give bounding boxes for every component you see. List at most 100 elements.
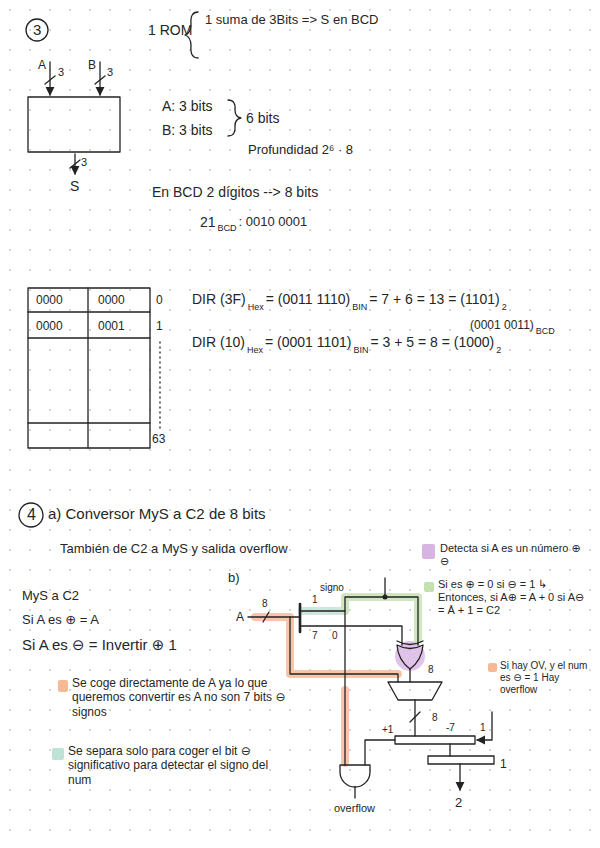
handwritten-note: BCD	[218, 223, 237, 234]
handwritten-note: 63	[152, 432, 165, 446]
wire	[365, 740, 395, 765]
purple-highlight	[395, 641, 425, 671]
handwritten-note: A	[236, 610, 244, 624]
table-grid	[28, 288, 150, 448]
handwritten-note: 21	[200, 214, 216, 231]
handwritten-note: 2	[455, 795, 462, 811]
wire	[300, 597, 418, 645]
and-gate	[340, 765, 370, 787]
output-arrow	[459, 764, 460, 790]
handwritten-note: 0000	[98, 293, 125, 307]
bus-slash	[70, 160, 80, 168]
output-bus	[428, 756, 494, 764]
handwritten-note: 0	[156, 293, 163, 307]
handwritten-note: 3	[107, 66, 113, 79]
brace	[228, 100, 241, 136]
wire	[354, 787, 355, 798]
handwritten-note: 8	[428, 664, 434, 676]
splitter	[299, 604, 302, 632]
bus-slash	[263, 612, 269, 622]
wire	[344, 611, 345, 765]
handwritten-note: +1	[382, 724, 393, 736]
junction-dot	[383, 595, 388, 600]
ink	[19, 12, 494, 798]
rom-block	[28, 97, 120, 152]
highlight-swatch	[422, 544, 435, 559]
handwritten-note: = (0001 1101)	[265, 334, 352, 351]
bus-slash	[95, 76, 105, 84]
handwritten-note: 8	[432, 712, 438, 724]
handwritten-note: 1	[156, 319, 163, 333]
handwritten-note: S	[70, 178, 79, 195]
handwritten-note: BCD	[536, 326, 555, 337]
handwritten-note: 2	[496, 345, 501, 356]
handwritten-note: 0001	[98, 319, 125, 333]
legend-note: Si es ⊕ = 0 si ⊖ = 1 ↳ Entonces, si A⊕ =…	[438, 578, 588, 618]
handwritten-note: 1	[480, 722, 486, 734]
highlight-swatch	[488, 663, 497, 672]
handwritten-note: = (0011 1110)	[266, 291, 350, 308]
handwritten-note: 0	[332, 630, 338, 642]
legend-note: Si hay OV, y el num es ⊖ = 1 Hay overflo…	[500, 660, 595, 696]
handwritten-note: signo	[320, 582, 344, 594]
bus-slash	[45, 76, 55, 84]
wire	[300, 626, 402, 645]
handwritten-note: 3	[33, 21, 41, 39]
handwritten-note: b)	[228, 570, 240, 586]
highlight-swatch	[424, 582, 434, 592]
handwritten-note: BIN	[353, 345, 368, 356]
handwritten-note: A	[38, 58, 46, 72]
circled-number	[19, 503, 43, 527]
legend-note: Se separa solo para coger el bit ⊖ signi…	[68, 744, 283, 787]
handwritten-note: 0000	[36, 319, 63, 333]
handwritten-note: DIR (10)	[192, 334, 245, 351]
handwritten-note: 3	[58, 66, 64, 79]
handwritten-note: 0000	[36, 293, 63, 307]
handwritten-note: 6 bits	[246, 110, 279, 127]
adder	[395, 736, 475, 744]
handwritten-note: 2	[502, 302, 507, 313]
handwritten-note: DIR (3F)	[192, 291, 246, 308]
handwritten-note: : 0010 0001	[239, 214, 308, 230]
handwritten-note: A: 3 bits	[162, 98, 213, 115]
wire	[409, 669, 410, 682]
mux	[388, 682, 442, 700]
xor-gate	[397, 641, 423, 645]
handwritten-note: 1 suma de 3Bits => S en BCD	[205, 12, 378, 28]
handwritten-note: a) Conversor MyS a C2 de 8 bits	[48, 505, 266, 523]
legend-note: Detecta si A es un número ⊕ ⊖	[440, 542, 588, 568]
legend-note: Se coge directamente de A ya lo que quer…	[72, 676, 287, 719]
handwritten-note: 1	[312, 594, 318, 606]
highlight-swatch	[52, 748, 64, 760]
handwritten-note: 4	[27, 505, 36, 524]
wire	[384, 578, 385, 597]
highlights	[255, 597, 418, 763]
wire	[449, 744, 450, 756]
handwritten-note: Profundidad 2⁶ · 8	[248, 142, 353, 158]
handwritten-note: (0001 0011)	[470, 318, 534, 332]
handwritten-note: B	[88, 58, 96, 72]
wire	[290, 617, 398, 682]
handwritten-note: 8	[262, 598, 268, 610]
handwritten-note: Hex	[247, 345, 263, 356]
handwritten-note: Hex	[248, 302, 264, 313]
rom-table	[28, 288, 150, 448]
handwritten-note: B: 3 bits	[162, 122, 213, 139]
xor-gate	[397, 645, 423, 669]
handwritten-note: overflow	[334, 802, 375, 815]
handwritten-note: MyS a C2	[22, 588, 79, 604]
green-highlight	[345, 597, 418, 640]
handwritten-note: = 3 + 5 = 8 = (1000)	[370, 334, 494, 351]
handwritten-note: -7	[446, 722, 455, 734]
carry-in	[477, 712, 492, 740]
handwritten-note: 3	[81, 156, 87, 169]
handwritten-note: 1 ROM	[148, 22, 192, 39]
handwritten-note: = 7 + 6 = 13 = (1101)	[369, 291, 500, 308]
circled-number	[26, 19, 48, 41]
handwritten-note: También de C2 a MyS y salida overflow	[60, 541, 288, 557]
handwritten-note: En BCD 2 dígitos --> 8 bits	[152, 184, 318, 201]
highlight-swatch	[58, 680, 68, 692]
